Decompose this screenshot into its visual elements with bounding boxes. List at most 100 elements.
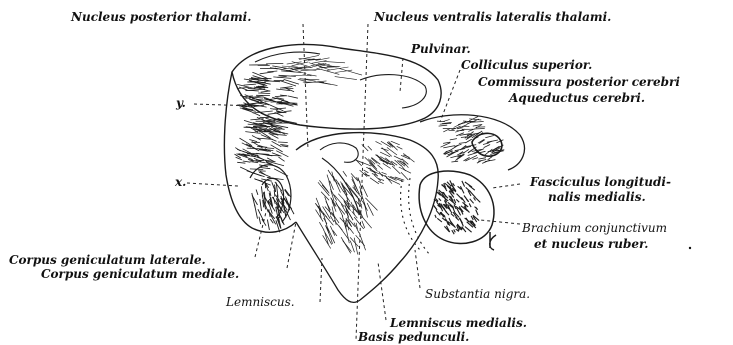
hatch-stroke [253,111,273,113]
hatch-stroke [380,152,390,157]
hatch-stroke [382,172,387,174]
label-brachium-conjunctivum-2: et nucleus ruber. [534,238,648,251]
hatch-stroke [278,142,288,143]
hatch-stroke [362,185,368,197]
hatch-stroke [403,153,414,162]
hatch-stroke [325,232,329,244]
hatch-stroke [245,132,260,134]
hatch-stroke [362,201,367,211]
hatch-stroke [327,175,330,183]
label-substantia-nigra: Substantia nigra. [425,288,530,301]
hatch-stroke [274,190,275,197]
hatch-stroke [349,228,353,234]
hatch-stroke [250,162,258,163]
hatch-stroke [394,156,402,160]
hatch-stroke [484,145,490,148]
hatch-stroke [401,172,408,180]
hatch-stroke [454,199,456,203]
hatch-stroke [330,181,334,190]
hatch-stroke [243,161,251,162]
hatch-stroke [259,217,261,224]
hatch-stroke [249,140,257,142]
hatch-stroke [288,96,298,98]
hatch-stroke [258,93,270,94]
hatch-stroke [485,136,494,138]
label-basis-pedunculi: Basis pedunculi. [358,331,469,344]
hatch-stroke [434,205,437,210]
hatch-stroke [343,171,347,176]
label-aqueductus-cerebri: Aqueductus cerebri. [509,92,645,105]
hatch-stroke [364,170,369,173]
label-lemniscus-medialis: Lemniscus medialis. [390,317,527,330]
hatch-stroke [330,216,334,223]
hatch-stroke [284,111,292,112]
hatch-stroke [378,165,383,170]
hatch-stroke [235,148,240,151]
hatch-stroke [285,189,291,197]
hatch-stroke [291,75,306,76]
hatch-stroke [280,144,288,145]
hatch-stroke [260,72,274,74]
hatch-stroke [399,167,411,173]
hatch-stroke [286,68,302,70]
hatch-stroke [339,69,362,76]
hatch-stroke [465,197,468,202]
hatch-stroke [461,197,465,202]
hatch-stroke [319,222,324,230]
hatch-stroke [368,146,372,150]
hatch-stroke [455,149,465,151]
label-fasciculus-longitudinalis-2: nalis medialis. [548,191,646,204]
hatch-stroke [324,61,346,62]
hatch-stroke [328,228,335,243]
hatch-stroke [252,136,261,141]
hatch-stroke [321,192,329,200]
hatch-stroke [256,190,258,195]
hatch-stroke [323,235,331,248]
label-corpus-geniculatum-laterale: Corpus geniculatum laterale. [9,254,206,267]
label-brachium-conjunctivum-1: Brachium conjunctivum [522,222,667,235]
hatch-stroke [435,215,436,218]
hatch-stroke [341,237,351,253]
hatch-stroke [478,158,486,159]
hatch-stroke [318,182,329,196]
dot-marks [689,247,691,249]
hatch-stroke [469,185,475,190]
hatch-stroke [261,91,271,92]
hatch-stroke [371,157,380,164]
label-colliculus-superior: Colliculus superior. [461,59,592,72]
hatch-stroke [478,160,486,162]
hatch-stroke [261,186,262,196]
label-nucleus-posterior-thalami: Nucleus posterior thalami. [71,11,251,24]
label-fasciculus-longitudinalis-1: Fasciculus longitudi- [530,176,671,189]
hatch-stroke [444,119,450,121]
label-commissura-posterior-cerebri: Commissura posterior cerebri [478,76,680,89]
hatch-stroke [282,146,289,147]
hatch-stroke [443,146,455,148]
hatch-stroke [462,181,465,187]
hatch-stroke [236,157,242,160]
hatch-stroke [440,123,451,124]
hatch-stroke [454,230,456,233]
label-y: y. [176,97,186,110]
hatch-stroke [362,217,371,228]
hatch-stroke [280,81,296,86]
hatch-stroke [439,125,448,126]
label-corpus-geniculatum-mediale: Corpus geniculatum mediale. [41,268,239,281]
hatch-stroke [341,204,346,213]
hatch-stroke [470,199,474,204]
hatch-stroke [487,140,498,142]
hatch-stroke [457,194,463,200]
label-x: x. [175,176,186,189]
hatch-stroke [376,141,382,144]
hatch-stroke [378,181,384,183]
hatch-stroke [371,158,377,163]
hatch-stroke [319,82,338,86]
peduncle-outline [296,133,438,303]
hatch-stroke [439,198,441,200]
hatch-stroke [256,86,267,87]
hatch-stroke [459,143,466,144]
hatch-stroke [468,152,478,155]
hatch-stroke [247,148,263,149]
